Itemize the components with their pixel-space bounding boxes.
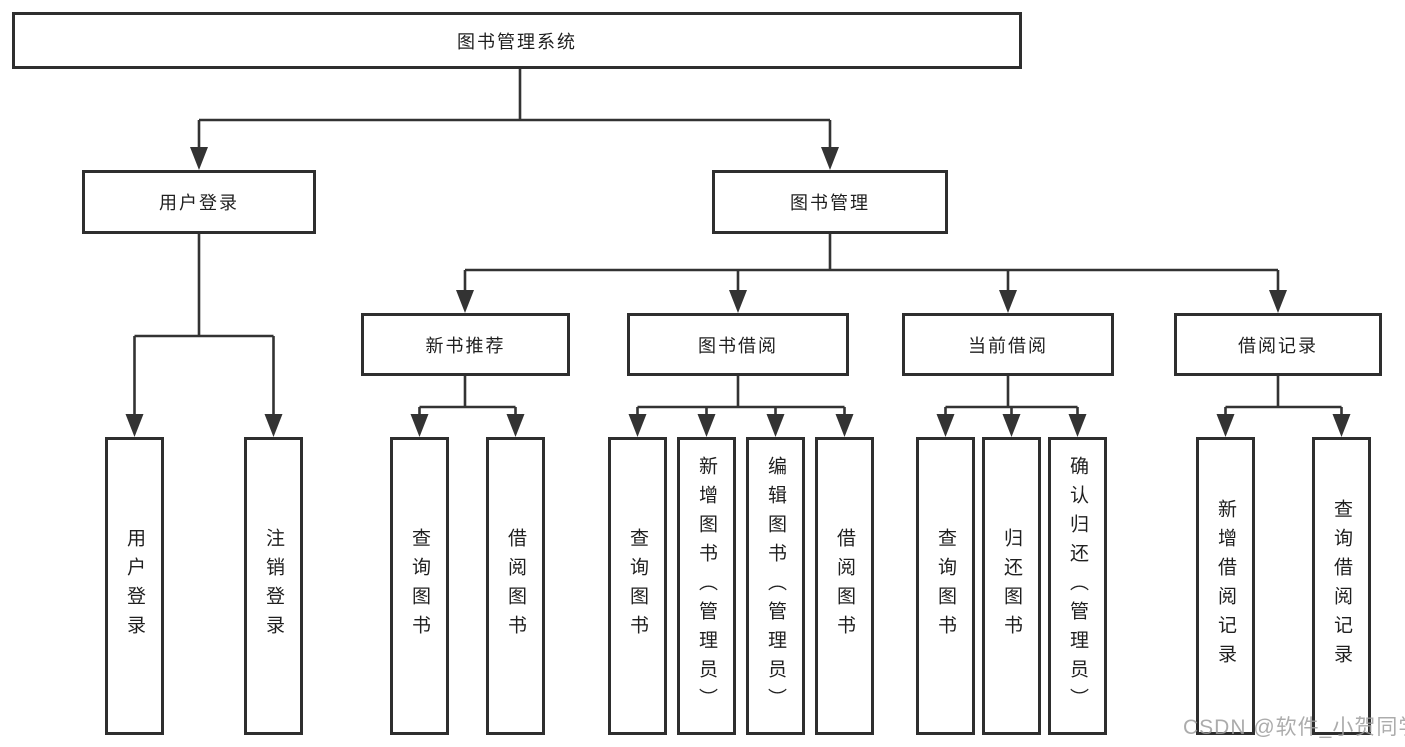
leaf-add-books-admin: 新增图书（管理员） xyxy=(677,437,736,735)
node-new-book-recommendation: 新书推荐 xyxy=(361,313,570,376)
node-user-login-label: 用户登录 xyxy=(159,193,239,213)
node-book-management: 图书管理 xyxy=(712,170,948,234)
leaf-user-login-label: 用户登录 xyxy=(124,528,145,644)
leaf-logout: 注销登录 xyxy=(244,437,303,735)
node-library-system-label: 图书管理系统 xyxy=(457,31,577,52)
leaf-add-books-admin-label: 新增图书（管理员） xyxy=(696,455,717,717)
connector-book-management-branch xyxy=(456,233,1287,313)
leaf-query-books-recommend-label: 查询图书 xyxy=(409,528,430,644)
leaf-edit-books-admin: 编辑图书（管理员） xyxy=(746,437,805,735)
node-current-borrowing-label: 当前借阅 xyxy=(968,335,1048,356)
leaf-borrow-books-recommend-label: 借阅图书 xyxy=(505,528,526,644)
node-user-login: 用户登录 xyxy=(82,170,316,234)
connector-user-login-branch xyxy=(125,233,283,437)
leaf-borrow-books-label: 借阅图书 xyxy=(834,528,855,644)
leaf-borrow-books-recommend: 借阅图书 xyxy=(486,437,545,735)
leaf-query-books-borrow-label: 查询图书 xyxy=(627,528,648,644)
node-new-book-recommendation-label: 新书推荐 xyxy=(425,335,506,356)
leaf-query-books-recommend: 查询图书 xyxy=(390,437,449,735)
leaf-return-books-label: 归还图书 xyxy=(1001,528,1022,644)
node-book-borrowing-label: 图书借阅 xyxy=(698,335,778,356)
node-borrowing-records: 借阅记录 xyxy=(1174,313,1382,376)
node-current-borrowing: 当前借阅 xyxy=(902,313,1114,376)
leaf-query-books-borrow: 查询图书 xyxy=(608,437,667,735)
node-book-management-label: 图书管理 xyxy=(790,193,870,213)
leaf-add-borrow-record: 新增借阅记录 xyxy=(1196,437,1255,735)
leaf-confirm-return-admin-label: 确认归还（管理员） xyxy=(1067,455,1088,717)
leaf-query-books-current: 查询图书 xyxy=(916,437,975,735)
csdn-watermark: CSDN @软件_小贺同学 xyxy=(1183,716,1405,739)
leaf-return-books: 归还图书 xyxy=(982,437,1041,735)
leaf-user-login: 用户登录 xyxy=(105,437,164,735)
leaf-query-borrow-record: 查询借阅记录 xyxy=(1312,437,1371,735)
connector-borrow-records-branch xyxy=(1216,375,1351,437)
connector-book-borrow-branch xyxy=(628,375,854,437)
leaf-add-borrow-record-label: 新增借阅记录 xyxy=(1215,499,1236,673)
leaf-borrow-books: 借阅图书 xyxy=(815,437,874,735)
node-library-system: 图书管理系统 xyxy=(12,12,1022,69)
leaf-query-borrow-record-label: 查询借阅记录 xyxy=(1331,499,1352,673)
leaf-confirm-return-admin: 确认归还（管理员） xyxy=(1048,437,1107,735)
node-book-borrowing: 图书借阅 xyxy=(627,313,849,376)
connector-current-borrow-branch xyxy=(936,375,1087,437)
connector-root-to-level2 xyxy=(190,68,839,170)
leaf-query-books-current-label: 查询图书 xyxy=(935,528,956,644)
leaf-edit-books-admin-label: 编辑图书（管理员） xyxy=(765,455,786,717)
connector-new-book-branch xyxy=(410,375,525,437)
node-borrowing-records-label: 借阅记录 xyxy=(1238,335,1318,356)
leaf-logout-label: 注销登录 xyxy=(263,528,284,644)
